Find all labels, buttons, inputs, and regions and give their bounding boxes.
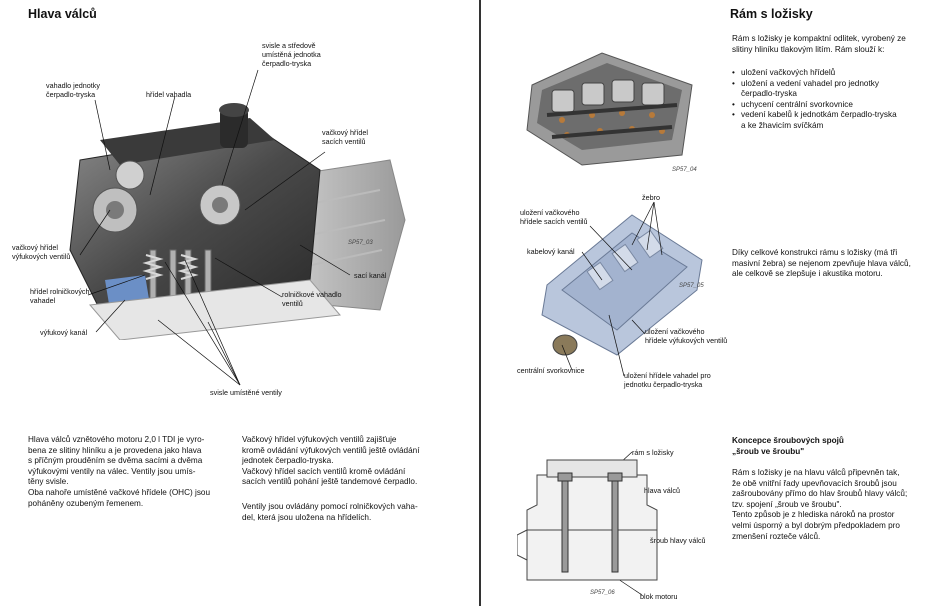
- label-roller-shaft: hřídel rolničkových vahadel: [30, 287, 90, 305]
- label-exhaust-cam-bearing: uložení vačkového hřídele výfukových ven…: [645, 327, 728, 345]
- label-rib: žebro: [642, 193, 660, 202]
- frame-photo-top: [526, 52, 693, 166]
- label-lever-pump: vahadlo jednotky čerpadlo-tryska: [46, 81, 100, 99]
- label-head: hlava válců: [644, 486, 680, 495]
- right-bullet-list: uložení vačkových hřídelů uložení a vede…: [732, 68, 937, 132]
- left-text-column-2b: Ventily jsou ovládány pomocí rolničkovýc…: [242, 502, 418, 522]
- figure-label-1: SP57_04: [672, 167, 697, 173]
- label-cable-channel: kabelový kanál: [527, 247, 575, 256]
- label-lever-shaft-bearing: uložení hřídele vahadel pro jednotku čer…: [624, 371, 711, 389]
- bolt-concept-heading: Koncepce šroubových spojů „šroub ve šrou…: [732, 436, 844, 456]
- right-stiffness-text: Díky celkové konstrukci rámu s ložisky (…: [732, 248, 911, 279]
- bolt-concept-text: Rám s ložisky je na hlavu válců připevně…: [732, 468, 908, 541]
- page-divider: [479, 0, 481, 606]
- right-intro-text: Rám s ložisky je kompaktní odlitek, vyro…: [732, 34, 906, 54]
- figure-label-3: SP57_06: [590, 590, 615, 596]
- label-exhaust-cam: vačkový hřídel výfukových ventilů: [12, 243, 71, 261]
- left-page: Hlava válců: [12, 7, 420, 522]
- label-roller-lever: rolničkové vahadlo ventilů: [282, 290, 342, 308]
- bullet-item: uložení vačkových hřídelů: [732, 68, 937, 79]
- label-frame: rám s ložisky: [632, 448, 674, 457]
- figure-label: SP57_03: [348, 240, 373, 246]
- figure-label-2: SP57_05: [679, 283, 704, 289]
- bolt-section-diagram: [517, 459, 658, 581]
- bullet-item: uchycení centrální svorkovnice: [732, 100, 937, 111]
- bullet-item: vedení kabelů k jednotkám čerpadlo-trysk…: [732, 110, 937, 131]
- label-block: blok motoru: [640, 592, 678, 601]
- label-lever-shaft: hřídel vahadla: [146, 90, 192, 99]
- label-intake-port: sací kanál: [354, 271, 387, 280]
- label-intake-cam-bearing: uložení vačkového hřídele sacích ventilů: [520, 208, 588, 226]
- label-intake-cam: vačkový hřídel sacích ventilů: [322, 128, 368, 146]
- label-terminal: centrální svorkovnice: [517, 366, 585, 375]
- label-exhaust-port: výfukový kanál: [40, 328, 88, 337]
- bullet-item: uložení a vedení vahadel pro jednotky če…: [732, 79, 937, 100]
- left-text-column-2a: Vačkový hřídel výfukových ventilů zajišť…: [242, 435, 420, 487]
- right-page-title: Rám s ložisky: [730, 7, 813, 21]
- left-text-column-1: Hlava válců vznětového motoru 2,0 l TDI …: [28, 435, 211, 508]
- right-page: Rám s ložisky SP57_04 Rám s ložisky je k…: [482, 0, 945, 606]
- label-vertical-valves: svisle umístěné ventily: [210, 388, 282, 397]
- label-bolt: šroub hlavy válců: [650, 536, 706, 545]
- left-page-title: Hlava válců: [28, 7, 97, 21]
- label-center-valve: svisle a středově umístěná jednotka čerp…: [262, 41, 321, 68]
